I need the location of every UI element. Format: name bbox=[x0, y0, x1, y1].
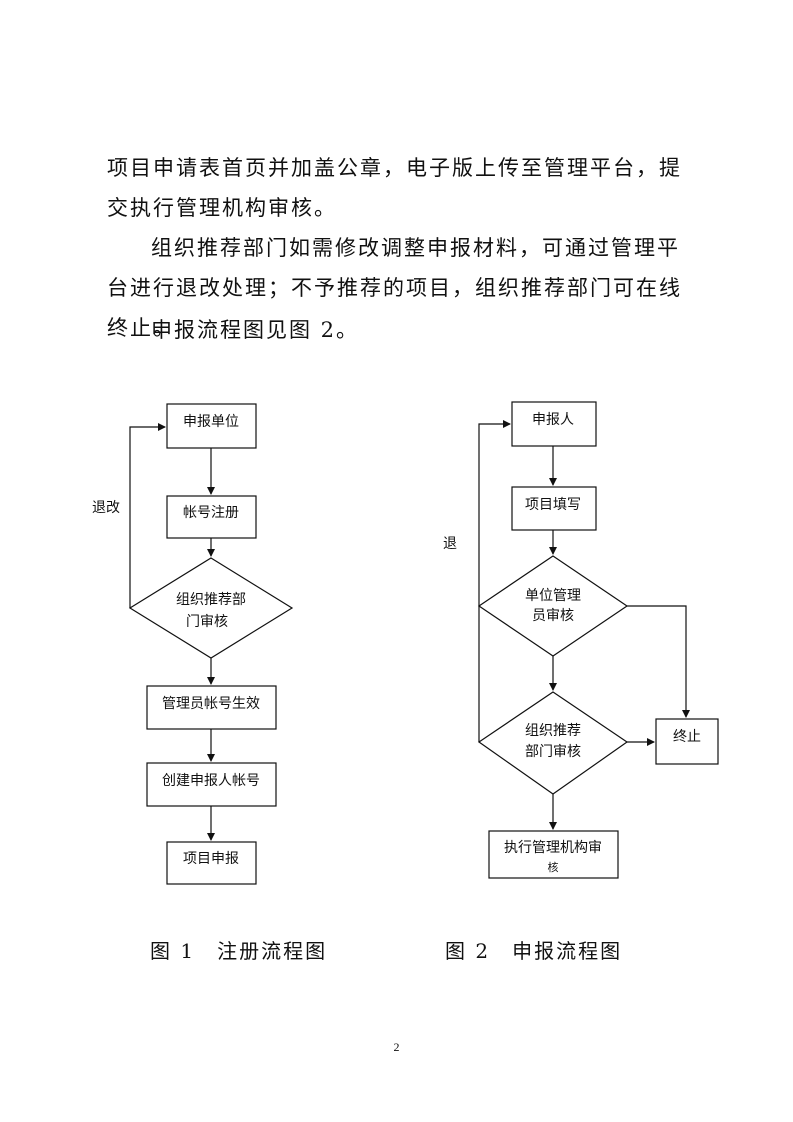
fig1-node-create bbox=[146, 762, 277, 807]
figure2-flowchart bbox=[477, 401, 719, 879]
fig2-node-exec-review bbox=[488, 830, 619, 879]
fig2-label-fill: 项目填写 bbox=[525, 497, 581, 513]
figure2-caption: 图 2 申报流程图 bbox=[445, 939, 623, 963]
fig1-node-register bbox=[166, 495, 257, 539]
fig2-label-terminate: 终止 bbox=[673, 729, 701, 745]
figure1-caption: 图 1 注册流程图 bbox=[150, 939, 328, 963]
figure1-labels: 申报单位 帐号注册 组织推荐部 门审核 管理员帐号生效 创建申报人帐号 项目申报… bbox=[92, 414, 260, 867]
fig2-node-applicant bbox=[511, 401, 597, 447]
fig1-label-activate: 管理员帐号生效 bbox=[162, 696, 260, 712]
fig1-node-unit bbox=[166, 403, 257, 449]
fig2-node-terminate bbox=[655, 718, 719, 765]
fig2-arrow-loop-back bbox=[478, 420, 511, 742]
fig1-label-apply: 项目申报 bbox=[183, 851, 239, 867]
fig1-arrow-loop-back bbox=[129, 423, 166, 608]
fig2-label-exec-review-line2: 核 bbox=[548, 860, 559, 874]
fig2-label-unit-review-line2: 员审核 bbox=[532, 608, 574, 624]
fig1-label-unit: 申报单位 bbox=[183, 414, 239, 430]
figure1-flowchart bbox=[128, 403, 294, 885]
fig2-label-org-review-line2: 部门审核 bbox=[525, 744, 581, 760]
page-number: 2 bbox=[393, 1040, 400, 1054]
fig2-node-unit-review bbox=[477, 555, 629, 657]
fig1-loop-label: 退改 bbox=[92, 500, 120, 516]
fig2-label-org-review-line1: 组织推荐 bbox=[525, 723, 581, 739]
fig2-label-exec-review-line1: 执行管理机构审 bbox=[504, 840, 602, 856]
fig1-label-create: 创建申报人帐号 bbox=[162, 773, 260, 789]
fig2-node-org-review bbox=[477, 691, 629, 795]
fig1-label-review-line1: 组织推荐部 bbox=[176, 592, 246, 608]
fig1-node-review bbox=[128, 557, 294, 659]
fig1-node-activate bbox=[146, 685, 277, 730]
paragraph-revise: 组织推荐部门如需修改调整申报材料，可通过管理平台进行退改处理；不予推荐的项目，组… bbox=[107, 236, 682, 340]
fig1-node-apply bbox=[166, 841, 257, 885]
fig1-label-review-line2: 门审核 bbox=[186, 614, 228, 630]
fig2-arrow-unit-terminate bbox=[627, 605, 690, 718]
fig1-label-register: 帐号注册 bbox=[183, 505, 239, 521]
fig2-label-unit-review-line1: 单位管理 bbox=[525, 588, 581, 604]
figure2-labels: 申报人 项目填写 单位管理 员审核 组织推荐 部门审核 终止 执行管理机构审 核… bbox=[443, 412, 701, 874]
paragraph-figure-ref: 申报流程图见图 2。 bbox=[151, 318, 360, 342]
fig2-label-applicant: 申报人 bbox=[532, 412, 574, 428]
fig2-node-fill bbox=[511, 486, 597, 531]
fig2-loop-label: 退 bbox=[443, 536, 457, 552]
paragraph-submit: 项目申请表首页并加盖公章，电子版上传至管理平台，提交执行管理机构审核。 bbox=[107, 156, 682, 220]
